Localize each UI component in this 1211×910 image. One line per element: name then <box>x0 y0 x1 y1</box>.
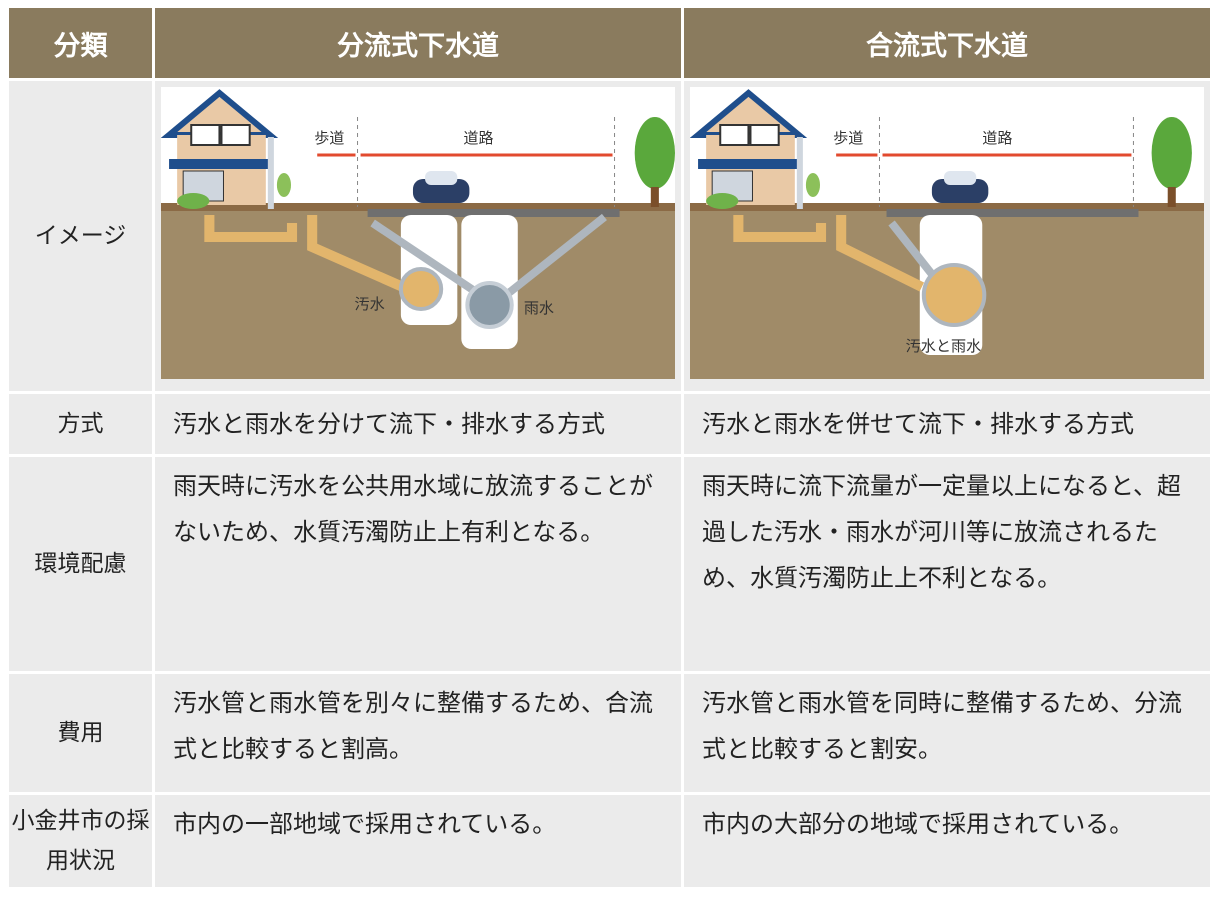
method-combined: 汚水と雨水を併せて流下・排水する方式 <box>684 394 1210 454</box>
header-combined: 合流式下水道 <box>684 8 1210 78</box>
image-row: イメージ <box>9 81 1210 391</box>
method-label: 方式 <box>9 394 152 454</box>
separate-sewer-diagram: 歩道 道路 汚水 雨水 <box>160 89 675 379</box>
comparison-table: 分類 分流式下水道 合流式下水道 イメージ <box>6 5 1211 890</box>
combined-road-label: 道路 <box>982 129 1012 147</box>
image-row-label: イメージ <box>9 81 152 391</box>
adoption-combined: 市内の大部分の地域で採用されている。 <box>684 795 1210 887</box>
header-row: 分類 分流式下水道 合流式下水道 <box>9 8 1210 78</box>
cost-separate: 汚水管と雨水管を別々に整備するため、合流式と比較すると割高。 <box>155 674 681 792</box>
header-separate: 分流式下水道 <box>155 8 681 78</box>
combined-sewer-diagram: 歩道 道路 汚水と雨水 <box>689 89 1204 379</box>
separate-diagram-cell: 歩道 道路 汚水 雨水 <box>155 81 681 391</box>
environment-label: 環境配慮 <box>9 457 152 671</box>
adoption-separate: 市内の一部地域で採用されている。 <box>155 795 681 887</box>
environment-separate: 雨天時に汚水を公共用水域に放流することがないため、水質汚濁防止上有利となる。 <box>155 457 681 671</box>
cost-combined: 汚水管と雨水管を同時に整備するため、分流式と比較すると割安。 <box>684 674 1210 792</box>
cost-label: 費用 <box>9 674 152 792</box>
separate-sidewalk-label: 歩道 <box>314 129 344 147</box>
separate-sewage-label: 汚水 <box>355 295 385 313</box>
adoption-label: 小金井市の採用状況 <box>9 795 152 887</box>
combined-diagram-cell: 歩道 道路 汚水と雨水 <box>684 81 1210 391</box>
combined-both-label: 汚水と雨水 <box>906 337 982 355</box>
header-category: 分類 <box>9 8 152 78</box>
method-separate: 汚水と雨水を分けて流下・排水する方式 <box>155 394 681 454</box>
environment-row: 環境配慮 雨天時に汚水を公共用水域に放流することがないため、水質汚濁防止上有利と… <box>9 457 1210 671</box>
adoption-row: 小金井市の採用状況 市内の一部地域で採用されている。 市内の大部分の地域で採用さ… <box>9 795 1210 887</box>
separate-rain-label: 雨水 <box>524 299 554 317</box>
cost-row: 費用 汚水管と雨水管を別々に整備するため、合流式と比較すると割高。 汚水管と雨水… <box>9 674 1210 792</box>
method-row: 方式 汚水と雨水を分けて流下・排水する方式 汚水と雨水を併せて流下・排水する方式 <box>9 394 1210 454</box>
environment-combined: 雨天時に流下流量が一定量以上になると、超過した汚水・雨水が河川等に放流されるため… <box>684 457 1210 671</box>
combined-sidewalk-label: 歩道 <box>833 129 863 147</box>
separate-road-label: 道路 <box>463 129 493 147</box>
